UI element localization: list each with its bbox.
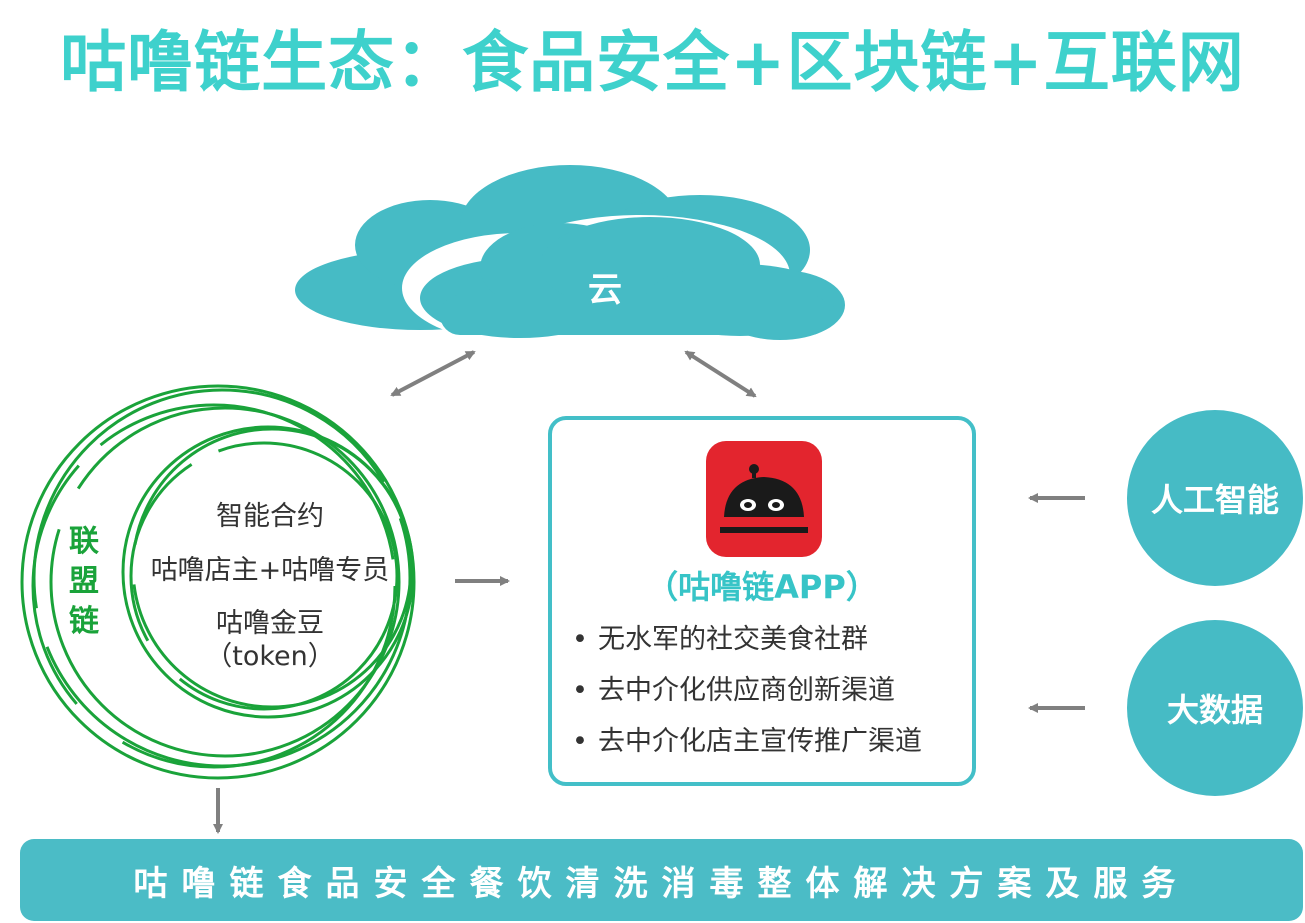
list-item: •去中介化店主宣传推广渠道 bbox=[572, 722, 922, 773]
gold-bean-text: 咕噜金豆 bbox=[216, 608, 324, 639]
app-name: （咕噜链APP） bbox=[646, 568, 878, 606]
cloud-label: 云 bbox=[588, 270, 622, 310]
list-item: •去中介化供应商创新渠道 bbox=[572, 671, 922, 722]
solution-banner: 咕噜链食品安全餐饮清洗消毒整体解决方案及服务 bbox=[20, 839, 1303, 921]
smart-contract-text: 智能合约 bbox=[216, 501, 324, 532]
arrow-cloud-app bbox=[684, 350, 757, 398]
alliance-ring-icon bbox=[20, 384, 416, 780]
ai-node: 人工智能 bbox=[1127, 410, 1303, 586]
bullet-icon: • bbox=[572, 726, 588, 757]
cloche-app-icon bbox=[706, 441, 822, 557]
arrow-cloud-alliance bbox=[390, 350, 476, 397]
alliance-chain-label: 联盟链 bbox=[69, 524, 99, 639]
bullet-icon: • bbox=[572, 624, 588, 655]
big-data-node: 大数据 bbox=[1127, 620, 1303, 796]
token-text: （token） bbox=[205, 641, 335, 672]
bullet-icon: • bbox=[572, 675, 588, 706]
list-item: •无水军的社交美食社群 bbox=[572, 620, 922, 671]
app-feature-list: •无水军的社交美食社群 •去中介化供应商创新渠道 •去中介化店主宣传推广渠道 bbox=[572, 620, 922, 773]
page-title: 咕噜链生态：食品安全+区块链+互联网 bbox=[60, 24, 1245, 101]
shop-owner-specialist-text: 咕噜店主+咕噜专员 bbox=[150, 555, 390, 586]
